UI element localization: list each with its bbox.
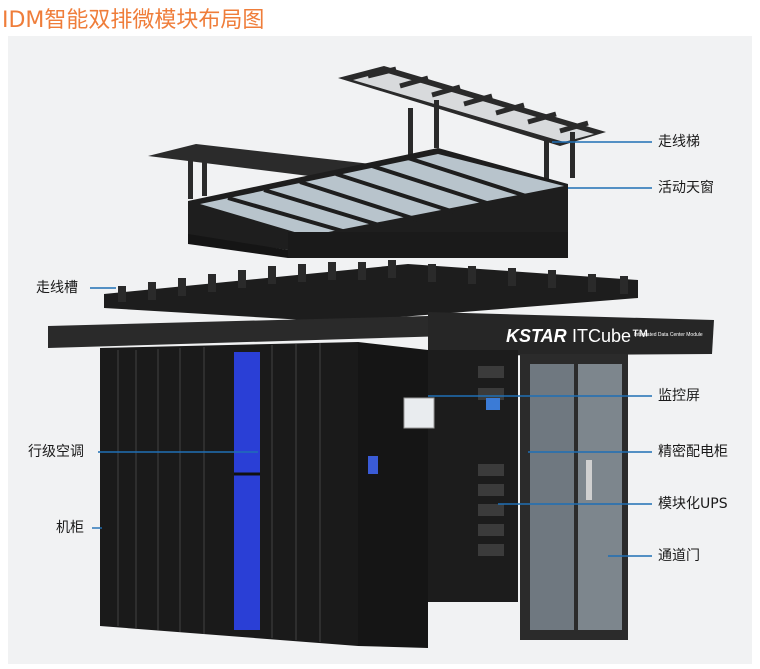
label-cable-trough: 走线槽	[36, 280, 78, 296]
label-skylight: 活动天窗	[658, 180, 714, 196]
label-cable-ladder: 走线梯	[658, 134, 700, 150]
label-monitor-screen: 监控屏	[658, 388, 700, 404]
label-row-ac: 行级空调	[28, 444, 84, 460]
leader-lines	[90, 141, 652, 557]
module-illustration: KSTAR ITCube™ Integrated Data Center Mod…	[48, 66, 714, 648]
brand-logo: KSTAR	[506, 326, 567, 346]
label-aisle-door: 通道门	[658, 548, 700, 564]
cable-ladder-graphic	[338, 66, 606, 186]
brand-product-sub: Integrated Data Center Module	[634, 332, 703, 338]
row-ac-panel	[234, 352, 260, 630]
page-title: IDM智能双排微模块布局图	[2, 8, 265, 33]
label-modular-ups: 模块化UPS	[658, 496, 728, 512]
cable-trough-graphic	[104, 260, 638, 322]
label-precision-pdu: 精密配电柜	[658, 444, 728, 460]
skylight-graphic	[148, 144, 568, 258]
enclosure-graphic	[48, 312, 714, 648]
brand-product: ITCube™	[572, 326, 649, 346]
monitor-screen-graphic	[403, 397, 435, 429]
label-cabinet: 机柜	[56, 520, 84, 536]
diagram-panel: KSTAR ITCube™ Integrated Data Center Mod…	[8, 36, 752, 664]
